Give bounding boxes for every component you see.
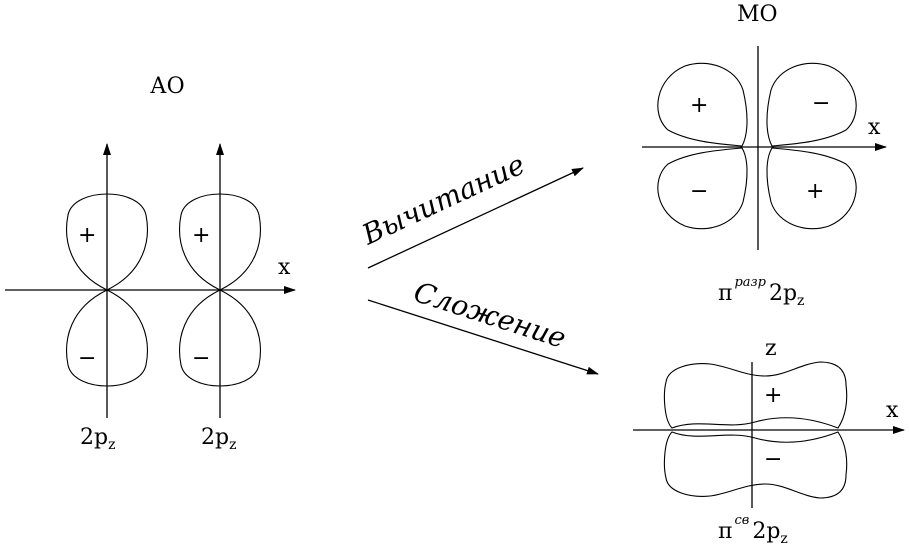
p-orbital-2: + − 2pz xyxy=(179,143,261,453)
antibonding-lobe-top-left xyxy=(657,62,748,147)
antibonding-sign-bottom-right: + xyxy=(806,179,824,204)
orbital-1-bottom-lobe xyxy=(66,289,148,387)
antibonding-x-label: x xyxy=(868,115,881,140)
p-orbital-1: + − 2pz xyxy=(66,143,148,453)
orbital-1-minus-sign: − xyxy=(78,346,96,371)
combination-arrows: Вычитание Сложение xyxy=(356,148,599,375)
subtract-arrow xyxy=(367,167,584,269)
orbital-2-plus-sign: + xyxy=(192,223,210,248)
antibonding-lobe-bottom-right xyxy=(766,147,857,230)
mo-title: МО xyxy=(737,2,778,27)
antibonding-lobe-top-right xyxy=(766,62,857,147)
antibonding-sign-bottom-left: − xyxy=(690,179,708,204)
orbital-1-label: 2pz xyxy=(80,425,115,453)
antibonding-sign-top-right: − xyxy=(812,91,830,116)
bonding-bottom-lobe xyxy=(663,431,848,499)
atomic-orbitals-group: АО x + − 2pz + − 2pz xyxy=(5,74,296,453)
bonding-x-label: x xyxy=(886,398,899,423)
orbital-2-bottom-lobe xyxy=(179,289,261,387)
orbital-2-top-lobe xyxy=(179,193,261,291)
ao-title: АО xyxy=(150,74,185,99)
add-arrow xyxy=(367,299,599,375)
antibonding-lobe-bottom-left xyxy=(657,147,748,230)
orbital-1-plus-sign: + xyxy=(78,223,96,248)
orbital-2-minus-sign: − xyxy=(192,346,210,371)
subtract-label: Вычитание xyxy=(356,148,530,252)
ao-x-label: x xyxy=(278,255,291,280)
bonding-sign-bottom: − xyxy=(764,447,782,472)
add-label: Сложение xyxy=(410,275,570,355)
antibonding-sign-top-left: + xyxy=(690,93,708,118)
bonding-z-label: z xyxy=(765,336,777,361)
bonding-sign-top: + xyxy=(764,383,782,408)
orbital-2-label: 2pz xyxy=(201,425,236,453)
bonding-top-lobe xyxy=(663,361,848,429)
orbital-1-top-lobe xyxy=(66,193,148,291)
